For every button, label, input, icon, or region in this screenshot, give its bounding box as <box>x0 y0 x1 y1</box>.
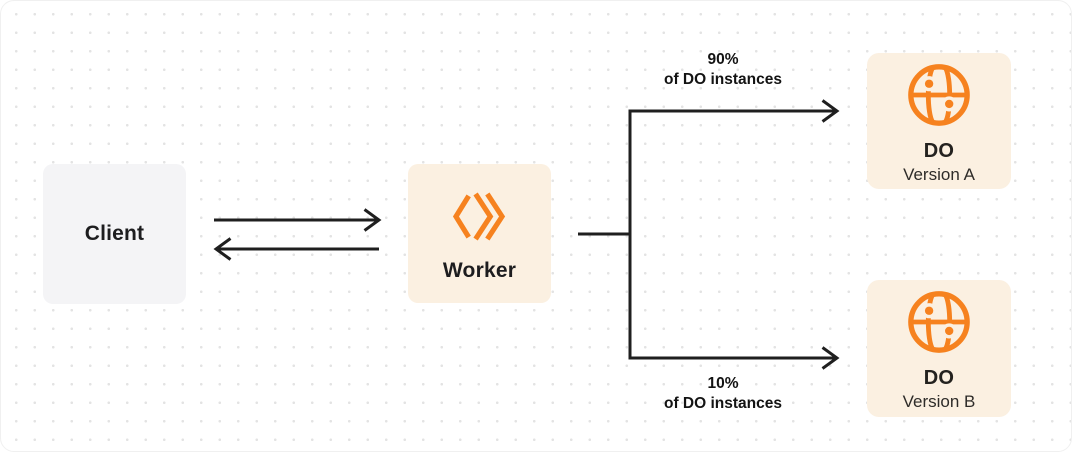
do-b-subtitle: Version B <box>902 392 976 411</box>
do-a-subtitle: Version A <box>903 165 975 184</box>
do-b-title: DO <box>923 367 955 389</box>
branch-label-90: 90% of DO instances <box>618 50 828 90</box>
branch-caption-10: of DO instances <box>664 395 782 412</box>
client-label: Client <box>84 222 145 245</box>
client-node: Client <box>43 164 186 304</box>
worker-node: Worker <box>408 164 551 303</box>
do-version-a-node: DO Version A <box>867 53 1011 189</box>
workers-chevrons-icon <box>451 190 508 243</box>
globe-icon <box>906 62 972 128</box>
globe-icon <box>906 289 972 355</box>
do-a-title: DO <box>923 140 955 162</box>
worker-label: Worker <box>442 259 517 282</box>
branch-label-10: 10% of DO instances <box>618 374 828 414</box>
branch-percent-10: 10% <box>707 375 739 392</box>
do-version-b-node: DO Version B <box>867 280 1011 417</box>
branch-percent-90: 90% <box>707 51 739 68</box>
branch-caption-90: of DO instances <box>664 71 782 88</box>
